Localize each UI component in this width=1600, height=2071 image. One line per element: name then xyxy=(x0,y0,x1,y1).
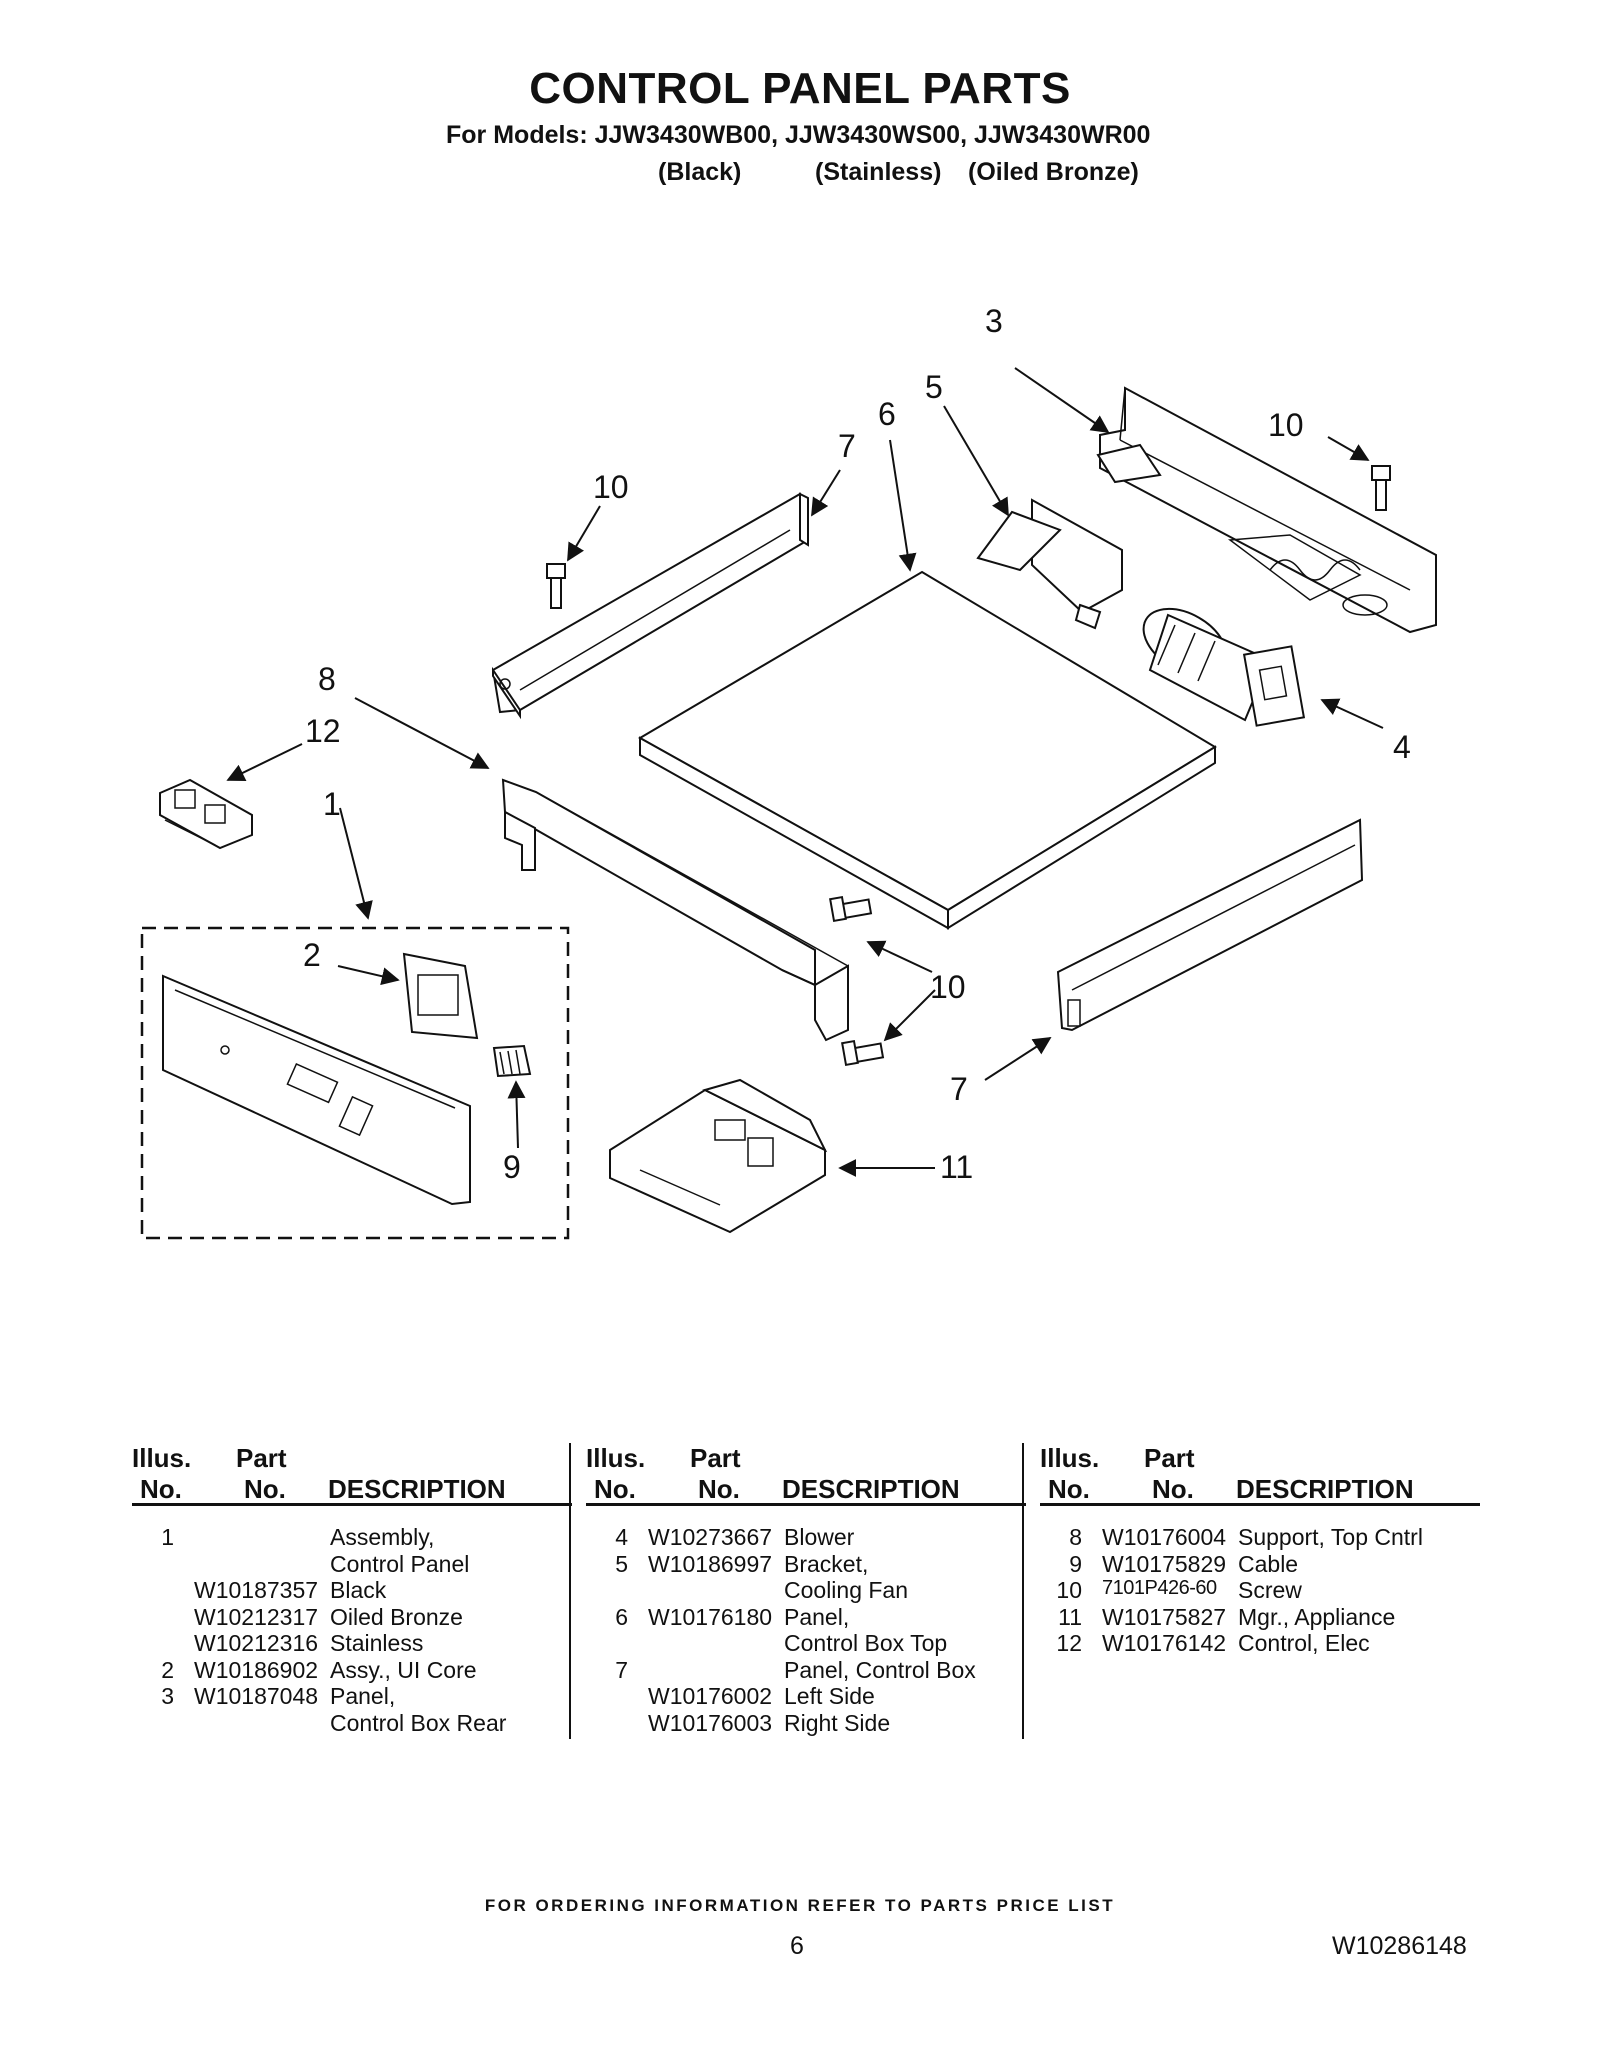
cooling-fan-bracket xyxy=(976,498,1123,630)
control-panel-assembly-box xyxy=(140,926,570,1240)
column-divider-1 xyxy=(569,1443,571,1739)
callout-1: 1 xyxy=(323,786,341,822)
variant-black: (Black) xyxy=(658,158,742,186)
page-title: CONTROL PANEL PARTS xyxy=(529,64,1071,113)
cable xyxy=(492,1044,532,1078)
top-control-support xyxy=(501,778,849,1042)
variant-oiled-bronze: (Oiled Bronze) xyxy=(968,158,1139,186)
callout-10-left: 10 xyxy=(593,469,629,505)
screw-bottom xyxy=(841,1039,885,1067)
callout-10-bottom: 10 xyxy=(930,969,966,1005)
callout-12: 12 xyxy=(305,713,341,749)
table-row: Control Box Top xyxy=(784,1630,948,1656)
callout-6: 6 xyxy=(878,396,896,432)
callout-9: 9 xyxy=(503,1149,521,1185)
callout-2: 2 xyxy=(303,937,321,973)
screw-middle xyxy=(829,895,873,923)
table-header: Illus. No. Part No. DESCRIPTION xyxy=(132,1443,572,1506)
side-panel-left xyxy=(491,492,810,720)
ui-core-assembly xyxy=(402,952,479,1040)
screw-top-left xyxy=(546,563,566,609)
table-row: Control Panel xyxy=(330,1550,470,1577)
callout-7-left: 7 xyxy=(838,428,856,464)
side-panel-right xyxy=(1056,818,1364,1032)
screw-top-right xyxy=(1371,465,1391,511)
table-header: Illus. No. Part No. DESCRIPTION xyxy=(1040,1443,1480,1506)
ordering-footer: FOR ORDERING INFORMATION REFER TO PARTS … xyxy=(484,1896,1116,1915)
callout-11: 11 xyxy=(940,1149,973,1185)
callout-8: 8 xyxy=(318,661,336,697)
models-line: For Models: JJW3430WB00, JJW3430WS00, JJ… xyxy=(446,121,1151,149)
electronic-control xyxy=(159,778,253,850)
control-box-top-panel xyxy=(637,570,1217,930)
callout-3: 3 xyxy=(985,303,1003,339)
table-header: Illus. No. Part No. DESCRIPTION xyxy=(586,1443,1026,1506)
leader-arrows xyxy=(226,367,1384,1177)
callout-4: 4 xyxy=(1393,729,1411,765)
exploded-parts-diagram: 1 2 3 4 5 6 7 7 8 9 10 10 10 11 12 xyxy=(140,303,1437,1240)
column-divider-2 xyxy=(1022,1443,1024,1739)
document-number: W10286148 xyxy=(1332,1932,1467,1960)
callout-7-right: 7 xyxy=(950,1071,968,1107)
variant-stainless: (Stainless) xyxy=(815,158,942,186)
table-row: Cooling Fan xyxy=(784,1577,909,1603)
callout-5: 5 xyxy=(925,369,943,405)
blower xyxy=(1142,607,1306,727)
control-box-rear-panel xyxy=(1096,386,1437,634)
callout-10-right: 10 xyxy=(1268,407,1304,443)
table-row: Control Box Rear xyxy=(330,1709,507,1736)
page-number: 6 xyxy=(790,1932,804,1960)
appliance-manager xyxy=(609,1078,828,1234)
control-panel-assembly xyxy=(162,974,471,1206)
